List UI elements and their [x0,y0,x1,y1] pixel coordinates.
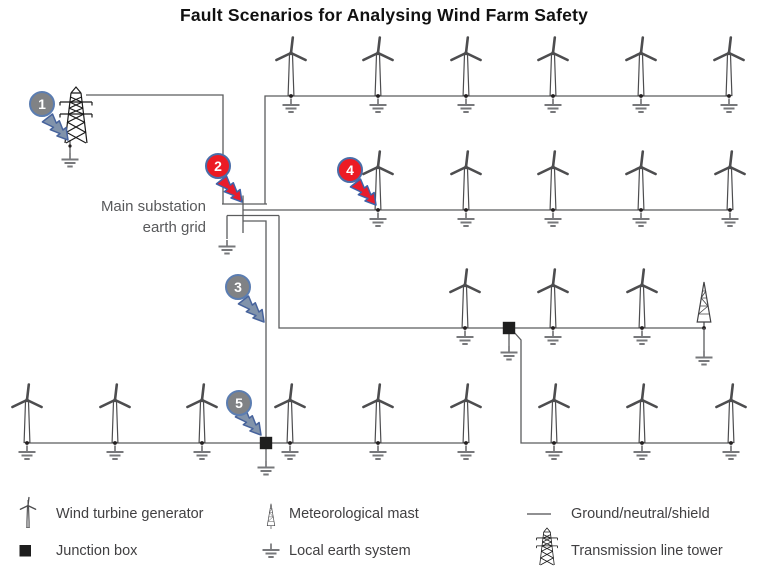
fault-marker-3: 3 [225,274,251,300]
wind-turbine-icon [100,385,129,460]
wind-turbine-icon [538,152,567,227]
wind-turbine-icon [627,270,656,345]
wind-turbine-icon [716,385,745,460]
wind-turbine-icon [451,385,480,460]
substation-earth-icon [217,239,237,255]
wind-turbine-icon [187,385,216,460]
junction-box-icon [258,437,275,475]
fault-marker-4: 4 [337,157,363,183]
feeder-row-1 [276,38,743,113]
legend-label-ground-line: Ground/neutral/shield [571,506,710,522]
wind-turbine-icon [451,38,480,113]
wind-turbine-icon [538,38,567,113]
legend-local-earth-icon [261,542,281,558]
wind-turbine-icon [715,152,744,227]
substation-label: Main substation earth grid [58,196,206,238]
fault-bolt-2-icon [215,173,248,209]
wind-turbine-icon [627,385,656,460]
legend-icons [19,496,558,566]
substation-label-line2: earth grid [142,219,206,236]
feeder-row-2 [363,152,744,227]
ground-neutral-shield-wires [27,94,731,444]
legend-transmission-tower-icon [536,527,558,566]
wind-turbine-icon [626,38,655,113]
legend-met-mast-icon [266,503,276,530]
legend-label-junction-box: Junction box [56,543,138,559]
legend-label-wind-turbine: Wind turbine generator [56,506,204,522]
wind-turbine-icon [714,38,743,113]
wind-turbine-icon [626,152,655,227]
local-earth-icon [60,152,80,168]
wind-turbine-icon [363,385,392,460]
wind-turbine-icon [450,270,479,345]
feeder-row-3 [450,270,712,365]
tower-earth-tap [68,144,72,148]
wind-turbine-icon [12,385,41,460]
legend-junction-box-icon [19,545,31,557]
fault-marker-1: 1 [29,91,55,117]
substation-label-line1: Main substation [100,198,206,215]
legend-label-met-mast: Meteorological mast [289,506,419,522]
legend-label-transmission-tower: Transmission line tower [571,543,723,559]
fault-bolt-3-icon [237,293,270,329]
wind-turbine-icon [538,270,567,345]
wind-turbine-icon [451,152,480,227]
wind-turbine-icon [539,385,568,460]
feeder-row-4 [12,385,745,475]
wind-turbine-icon [363,38,392,113]
fault-marker-5: 5 [226,390,252,416]
wind-turbine-icon [275,385,304,460]
page-title: Fault Scenarios for Analysing Wind Farm … [179,5,589,25]
met-mast-icon [696,282,713,365]
legend-label-local-earth: Local earth system [289,543,411,559]
junction-box-icon [501,322,518,360]
wind-turbine-icon [276,38,305,113]
fault-marker-2: 2 [205,153,231,179]
